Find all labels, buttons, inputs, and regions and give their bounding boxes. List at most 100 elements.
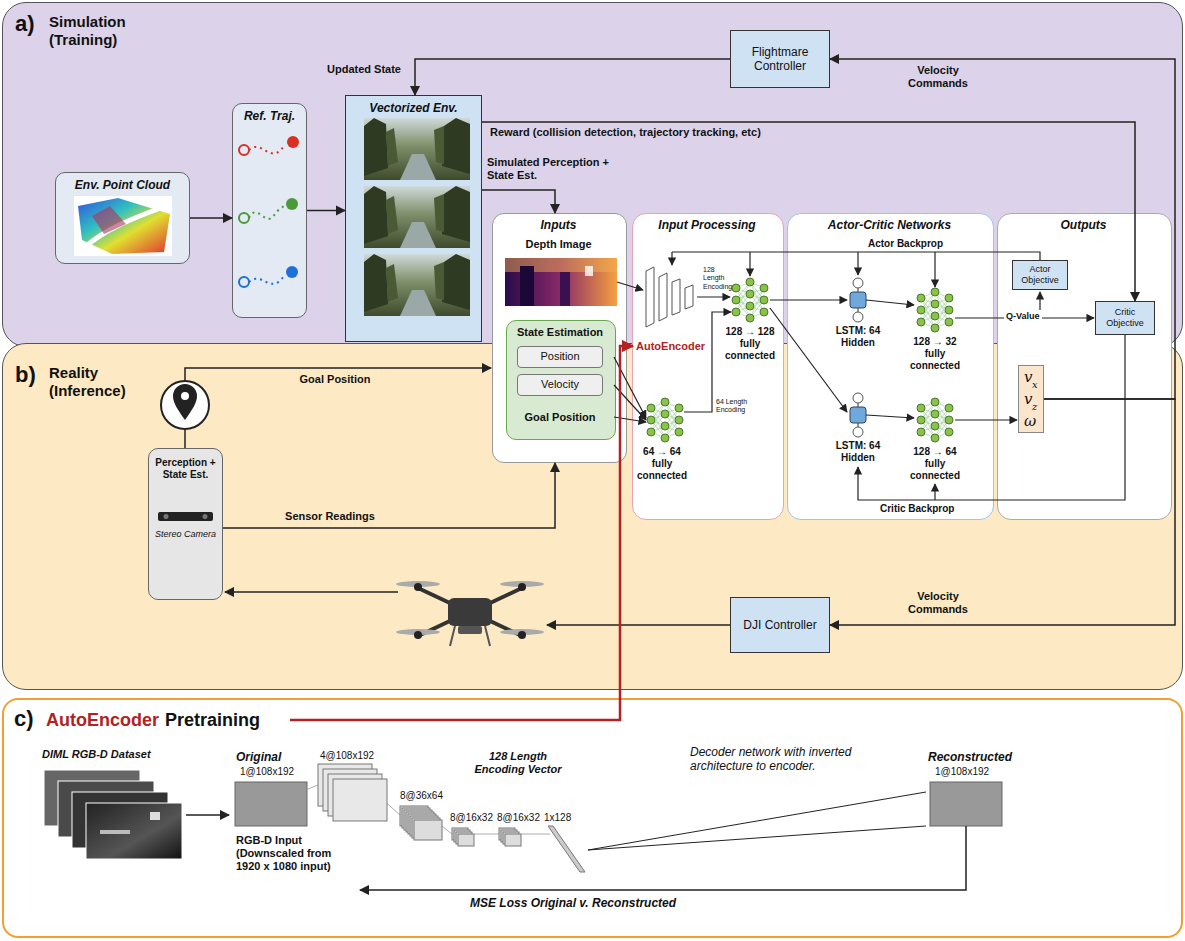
trajectory-sketch <box>249 146 284 153</box>
dataset-images <box>186 814 229 816</box>
note: Decoder network with inverted architectu… <box>690 745 880 774</box>
panel-title: Pretraining <box>165 710 260 732</box>
image-title: Reconstructed <box>928 750 1012 764</box>
trajectory-sketch <box>286 266 298 278</box>
box-title: Perception + State Est. <box>152 457 219 481</box>
drone-illustration <box>396 581 544 646</box>
point-cloud-image <box>78 198 170 254</box>
layer-label: LSTM: 64 Hidden <box>826 440 890 464</box>
critic-backprop-line <box>934 484 935 500</box>
environment-render <box>364 254 470 316</box>
encoder-layers <box>672 279 680 315</box>
neural-network-symbol <box>732 278 768 322</box>
box-label: Velocity <box>541 378 579 391</box>
dimension-label: 1@108x192 <box>240 766 294 778</box>
trajectory-sketch <box>286 198 298 210</box>
critic-backprop-line <box>858 335 1125 500</box>
flow-label: Critic Backprop <box>880 503 954 515</box>
panel-letter: a) <box>15 11 35 37</box>
autoencoder-link <box>290 346 633 720</box>
connector-label: Reward (collision detection, trajectory … <box>490 126 761 139</box>
loss-label: MSE Loss Original v. Reconstructed <box>470 896 676 910</box>
flow-arrow <box>866 300 914 305</box>
box-label: Env. Point Cloud <box>75 178 170 192</box>
trajectory-sketch <box>287 136 299 148</box>
panel-title: Reality (Inference) <box>49 364 149 400</box>
encoder-architecture <box>414 820 442 840</box>
stereo-camera <box>158 512 213 521</box>
group-title: Inputs <box>493 218 624 232</box>
connector-arrow <box>830 399 1175 625</box>
variable-symbol: ω <box>1024 412 1036 430</box>
vector-label: 128 Length Encoding Vector <box>468 750 568 776</box>
dimension-label: 8@16x32 <box>450 812 493 824</box>
actor-backprop-line <box>671 252 672 265</box>
trajectory-sketch <box>239 145 249 155</box>
connector-label: Simulated Perception + State Est. <box>487 156 637 182</box>
connector-arrow <box>307 210 345 212</box>
flow-arrow <box>684 312 731 412</box>
input-name: Depth Image <box>493 238 624 251</box>
group-box: InputsDepth ImageState EstimationGoal Po… <box>492 213 627 463</box>
connector-arrow <box>223 463 555 528</box>
encoder-architecture <box>360 826 966 890</box>
point-cloud-image <box>84 206 166 248</box>
connector-label: Sensor Readings <box>270 510 390 523</box>
drone-illustration <box>418 588 452 604</box>
subscript: x <box>1032 379 1038 391</box>
field-box: Position <box>517 346 603 368</box>
point-cloud-image <box>74 196 172 256</box>
panel-title: Simulation (Training) <box>49 13 149 49</box>
encoder-architecture <box>235 764 1002 890</box>
drone-illustration <box>414 631 422 639</box>
objective-box: Critic Objective <box>1095 301 1155 335</box>
box-label: Ref. Traj. <box>244 109 295 123</box>
group-box: Actor-Critic Networks <box>787 213 994 520</box>
flow-arrow <box>955 419 1017 420</box>
environment-render <box>364 118 470 180</box>
environment-render <box>364 186 470 248</box>
point-cloud-image <box>74 196 172 256</box>
flow-arrow <box>770 308 847 412</box>
group-title: Input Processing <box>633 218 781 232</box>
box-label: Flightmare Controller <box>734 45 826 74</box>
point-cloud-image <box>92 206 126 234</box>
box-label: Critic Objective <box>1099 307 1151 329</box>
actor-backprop-line <box>934 252 935 287</box>
dataset-images <box>150 812 160 820</box>
drone-illustration <box>518 583 526 591</box>
depth-image <box>505 258 617 306</box>
layer-label: LSTM: 64 Hidden <box>826 325 890 349</box>
layer-label: 128 → 32 fully connected <box>903 336 967 372</box>
trajectory-sketch <box>239 277 249 287</box>
connector-label: Velocity Commands <box>893 64 983 90</box>
size-note: 64 Length Encoding <box>716 398 748 415</box>
flow-label: Actor Backprop <box>868 238 943 250</box>
connector-arrow <box>482 122 1135 301</box>
flow-arrow <box>1039 292 1040 310</box>
encoder-architecture <box>930 782 1002 826</box>
variable-symbol: v <box>1024 390 1032 408</box>
encoder-layers <box>659 273 667 321</box>
dimension-label: 4@108x192 <box>320 750 374 762</box>
panel-letter: b) <box>15 362 36 388</box>
actor-backprop-line <box>672 252 1040 260</box>
encoder-layers <box>646 267 693 327</box>
connector-label: Velocity Commands <box>893 590 983 616</box>
depth-image <box>585 266 593 276</box>
encoder-architecture <box>458 834 474 846</box>
stereo-camera <box>158 512 213 521</box>
trajectory-sketch <box>249 276 284 284</box>
lstm-symbol <box>850 278 866 437</box>
drone-illustration <box>518 631 526 639</box>
stereo-camera <box>203 514 208 519</box>
drone-illustration <box>458 626 482 634</box>
connector-arrow <box>482 190 555 213</box>
dimension-label: 1x128 <box>544 812 571 824</box>
action-box: vxvzω <box>1018 365 1044 433</box>
dimension-label: 8@16x32 <box>497 812 540 824</box>
stereo-camera <box>164 514 169 519</box>
flow-arrow <box>770 299 847 300</box>
state-box: State EstimationGoal PositionPositionVel… <box>506 320 616 440</box>
